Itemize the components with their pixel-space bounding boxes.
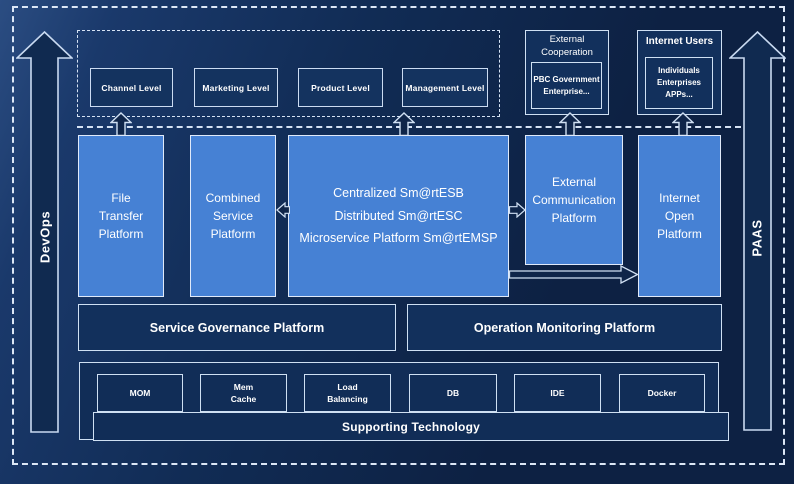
left-flow-arrow-icon [276, 202, 290, 218]
supporting-technology-bar: Supporting Technology [93, 412, 729, 441]
internet-users-title: Internet Users [645, 36, 714, 47]
management-level-box: Management Level [402, 68, 488, 107]
file-transfer-platform-box: File Transfer Platform [78, 135, 164, 297]
internet-users-members: Individuals Enterprises APPs... [645, 57, 713, 109]
external-cooperation-title: External Cooperation [541, 34, 593, 58]
up-flow-arrow-icon [110, 112, 132, 136]
mom-box: MOM [97, 374, 183, 412]
service-governance-platform-box: Service Governance Platform [78, 304, 396, 351]
load-balancing-box: Load Balancing [304, 374, 391, 412]
levels-dashed-band [77, 30, 500, 117]
up-flow-arrow-icon [393, 112, 415, 136]
external-communication-platform-box: External Communication Platform [525, 135, 623, 265]
up-flow-arrow-icon [559, 112, 581, 136]
product-level-box: Product Level [298, 68, 383, 107]
devops-up-arrow-icon [16, 31, 73, 433]
internet-users-box: Internet Users Individuals Enterprises A… [637, 30, 722, 115]
right-flow-arrow-icon [509, 202, 526, 218]
top-dashed-separator [77, 126, 741, 128]
paas-up-arrow-icon [729, 31, 786, 431]
esb-platform-box: Centralized Sm@rtESB Distributed Sm@rtES… [288, 135, 509, 297]
channel-level-box: Channel Level [90, 68, 173, 107]
operation-monitoring-platform-box: Operation Monitoring Platform [407, 304, 722, 351]
ide-box: IDE [514, 374, 601, 412]
internet-open-platform-box: Internet Open Platform [638, 135, 721, 297]
external-cooperation-members: PBC Government Enterprise... [531, 62, 602, 109]
docker-box: Docker [619, 374, 705, 412]
external-cooperation-box: External Cooperation PBC Government Ente… [525, 30, 609, 115]
combined-service-platform-box: Combined Service Platform [190, 135, 276, 297]
db-box: DB [409, 374, 497, 412]
devops-rail-label: DevOps [37, 210, 53, 264]
marketing-level-box: Marketing Level [194, 68, 278, 107]
paas-rail-label: PAAS [749, 219, 765, 257]
up-flow-arrow-icon [672, 112, 694, 136]
mem-cache-box: Mem Cache [200, 374, 287, 412]
long-right-flow-arrow-icon [509, 265, 639, 284]
outer-dashed-border [12, 6, 785, 465]
